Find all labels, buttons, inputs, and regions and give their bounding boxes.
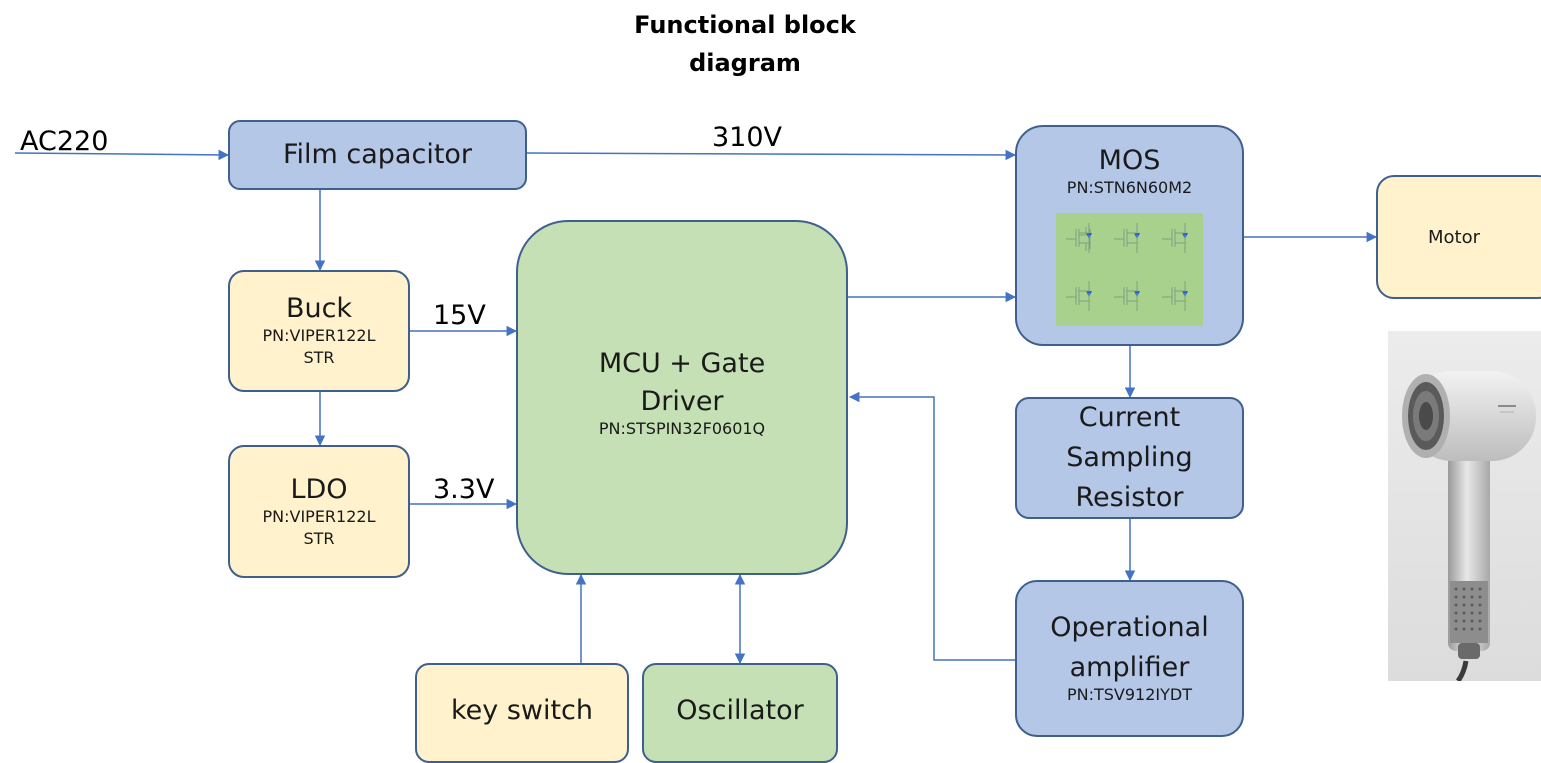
buck-voltage-label: 15V bbox=[433, 300, 486, 331]
mos-pn: PN:STN6N60M2 bbox=[1066, 178, 1193, 197]
ldo-voltage-label: 3.3V bbox=[433, 474, 495, 505]
hair-dryer-image bbox=[1388, 331, 1541, 681]
motor-block: Motor bbox=[1376, 175, 1541, 299]
ldo-block: LDO PN:VIPER122L STR bbox=[228, 445, 410, 578]
mos-block: MOS PN:STN6N60M2 bbox=[1015, 125, 1244, 346]
film-capacitor-label: Film capacitor bbox=[282, 139, 473, 170]
mcu-gate-driver-block: MCU + Gate Driver PN:STSPIN32F0601Q bbox=[516, 220, 848, 575]
oscillator-block: Oscillator bbox=[642, 663, 838, 763]
sampling-line3: Resistor bbox=[1075, 482, 1184, 513]
wire-opamp-to-mcu bbox=[848, 391, 1015, 661]
mosfet-bridge-icon bbox=[1056, 213, 1203, 326]
diagram-title: Functional block diagram bbox=[600, 6, 890, 82]
buck-pn-line1: PN:VIPER122L bbox=[262, 326, 376, 345]
key-switch-block: key switch bbox=[415, 663, 629, 763]
mos-label: MOS bbox=[1098, 145, 1161, 176]
key-switch-label: key switch bbox=[450, 695, 594, 726]
opamp-line1: Operational bbox=[1050, 611, 1209, 643]
ldo-pn-line1: PN:VIPER122L bbox=[262, 506, 376, 526]
mcu-pn: PN:STSPIN32F0601Q bbox=[598, 419, 766, 438]
title-line-1: Functional block bbox=[634, 11, 856, 39]
opamp-pn: PN:TSV912IYDT bbox=[1066, 684, 1192, 704]
ldo-pn-line2: STR bbox=[303, 528, 335, 548]
sampling-line1: Current bbox=[1078, 402, 1181, 433]
motor-label: Motor bbox=[1427, 226, 1480, 248]
title-line-2: diagram bbox=[689, 49, 801, 77]
buck-pn-line2: STR bbox=[303, 348, 335, 367]
opamp-line2: amplifier bbox=[1069, 651, 1190, 683]
mcu-label-line2: Driver bbox=[640, 386, 724, 417]
oscillator-label: Oscillator bbox=[676, 695, 804, 726]
wire-film-to-mos bbox=[526, 149, 1017, 161]
current-sampling-resistor-block: Current Sampling Resistor bbox=[1015, 397, 1244, 519]
buck-label: Buck bbox=[285, 293, 353, 324]
bus-voltage-label: 310V bbox=[712, 122, 783, 153]
mcu-label-line1: MCU + Gate bbox=[598, 348, 766, 379]
buck-block: Buck PN:VIPER122L STR bbox=[228, 270, 410, 392]
wire-ac-to-film bbox=[14, 149, 230, 161]
film-capacitor-block: Film capacitor bbox=[228, 120, 527, 190]
operational-amplifier-block: Operational amplifier PN:TSV912IYDT bbox=[1015, 580, 1244, 737]
ldo-label: LDO bbox=[290, 473, 348, 505]
ac220-label: AC220 bbox=[20, 126, 109, 157]
sampling-line2: Sampling bbox=[1066, 442, 1193, 473]
